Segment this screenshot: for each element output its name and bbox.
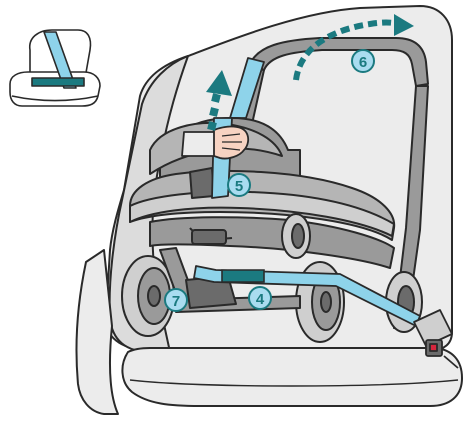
carrier-belt-guide [192,230,226,244]
inset-lap-belt [32,78,84,86]
seat-cushion [122,348,462,406]
step-number-7: 7 [172,293,180,310]
carrier-belt-clip [190,168,214,198]
step-number-6: 6 [359,54,367,71]
step-badge-4: 4 [249,287,271,309]
hand-pulling-belt-icon [182,127,248,159]
step-badge-6: 6 [352,50,374,72]
lap-belt-guide [222,270,264,282]
vehicle-seat-lap-belt-icon [10,30,100,106]
step-number-4: 4 [256,291,265,308]
step-badge-5: 5 [228,174,250,196]
buckle-release-button [430,344,437,351]
step-number-5: 5 [235,178,243,195]
step-badge-7: 7 [165,289,187,311]
wheel-rear-right [282,214,310,258]
